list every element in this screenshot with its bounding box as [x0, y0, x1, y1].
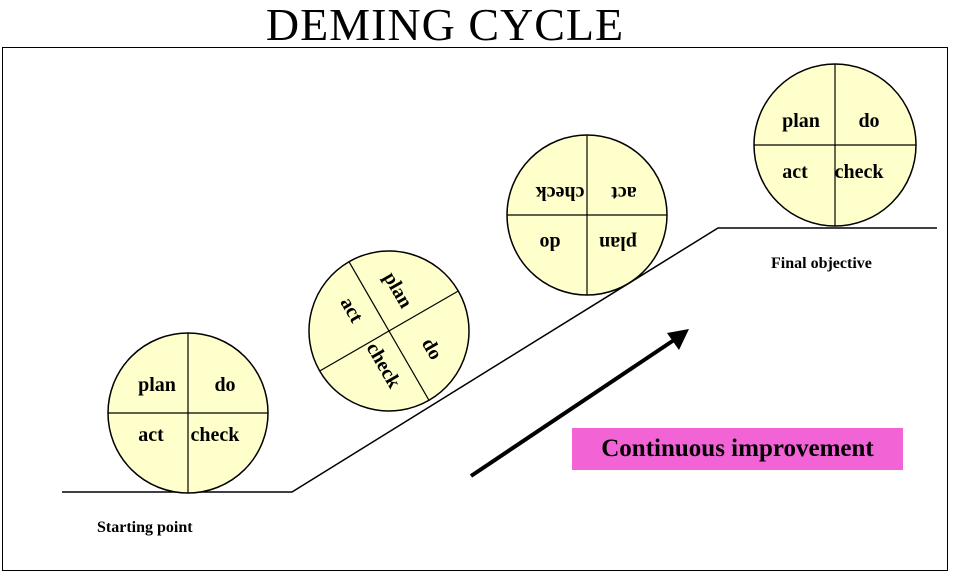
label-act: act — [611, 182, 637, 204]
label-check: check — [535, 182, 585, 204]
label-do: do — [214, 374, 235, 396]
label-act: act — [782, 161, 808, 183]
label-do: do — [858, 110, 879, 132]
improvement-arrow — [469, 329, 689, 478]
wheel-climbing-1: plan do act check — [308, 250, 470, 412]
continuous-improvement-banner: Continuous improvement — [572, 428, 903, 470]
label-plan: plan — [599, 232, 637, 254]
label-act: act — [138, 424, 164, 446]
caption-starting-point: Starting point — [97, 519, 193, 536]
label-check: check — [835, 161, 885, 183]
wheel-climbing-2: plan do act check — [506, 134, 668, 296]
wheel-final: plan do act check — [753, 63, 917, 227]
label-plan: plan — [138, 374, 176, 396]
label-plan: plan — [782, 110, 820, 132]
page-title: DEMING CYCLE — [265, 0, 625, 50]
label-do: do — [539, 232, 560, 254]
caption-final-objective: Final objective — [771, 255, 872, 272]
label-check: check — [191, 424, 241, 446]
wheel-start: plan do act check — [107, 332, 269, 494]
